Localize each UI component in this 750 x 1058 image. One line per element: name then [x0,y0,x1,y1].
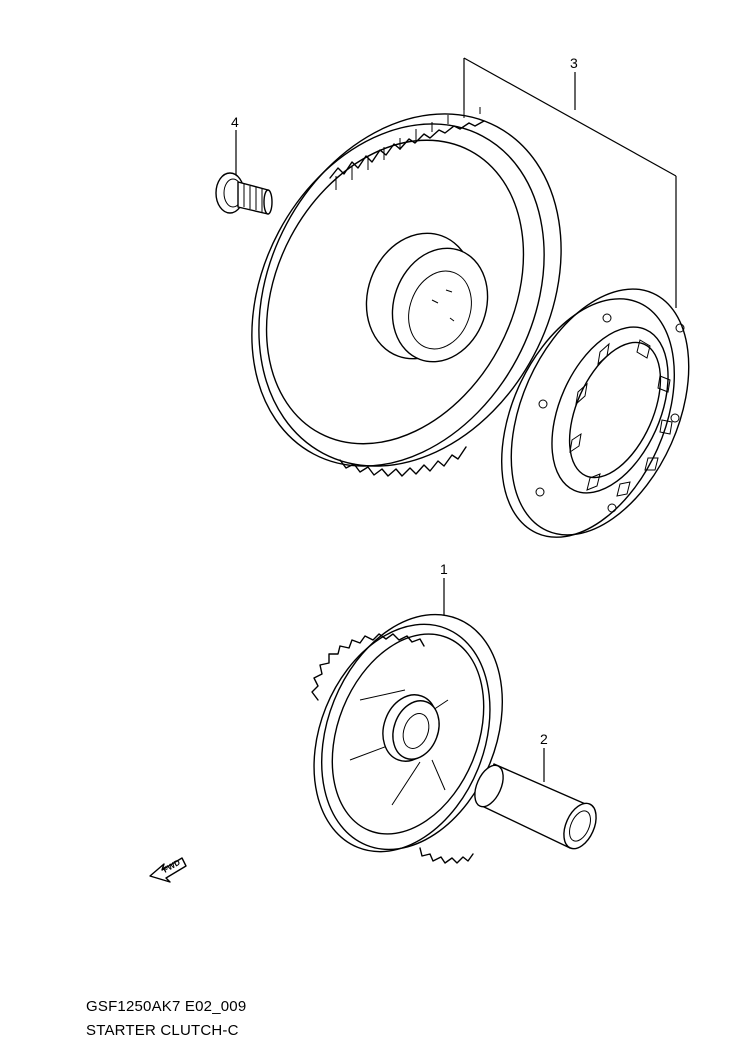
forward-arrow-icon: FWD [149,857,187,883]
callout-4: 4 [231,114,239,130]
starter-gear-large [251,107,562,477]
idle-gear [311,613,504,864]
shaft-part-2 [474,763,597,850]
one-way-clutch [501,288,690,538]
bolt-part-4 [215,130,273,215]
callout-3: 3 [570,55,578,71]
section-title: STARTER CLUTCH-C [86,1022,239,1039]
callout-1: 1 [440,561,448,577]
part-3-leader [463,57,677,308]
callout-2: 2 [540,731,548,747]
model-code: GSF1250AK7 E02_009 [86,998,247,1015]
